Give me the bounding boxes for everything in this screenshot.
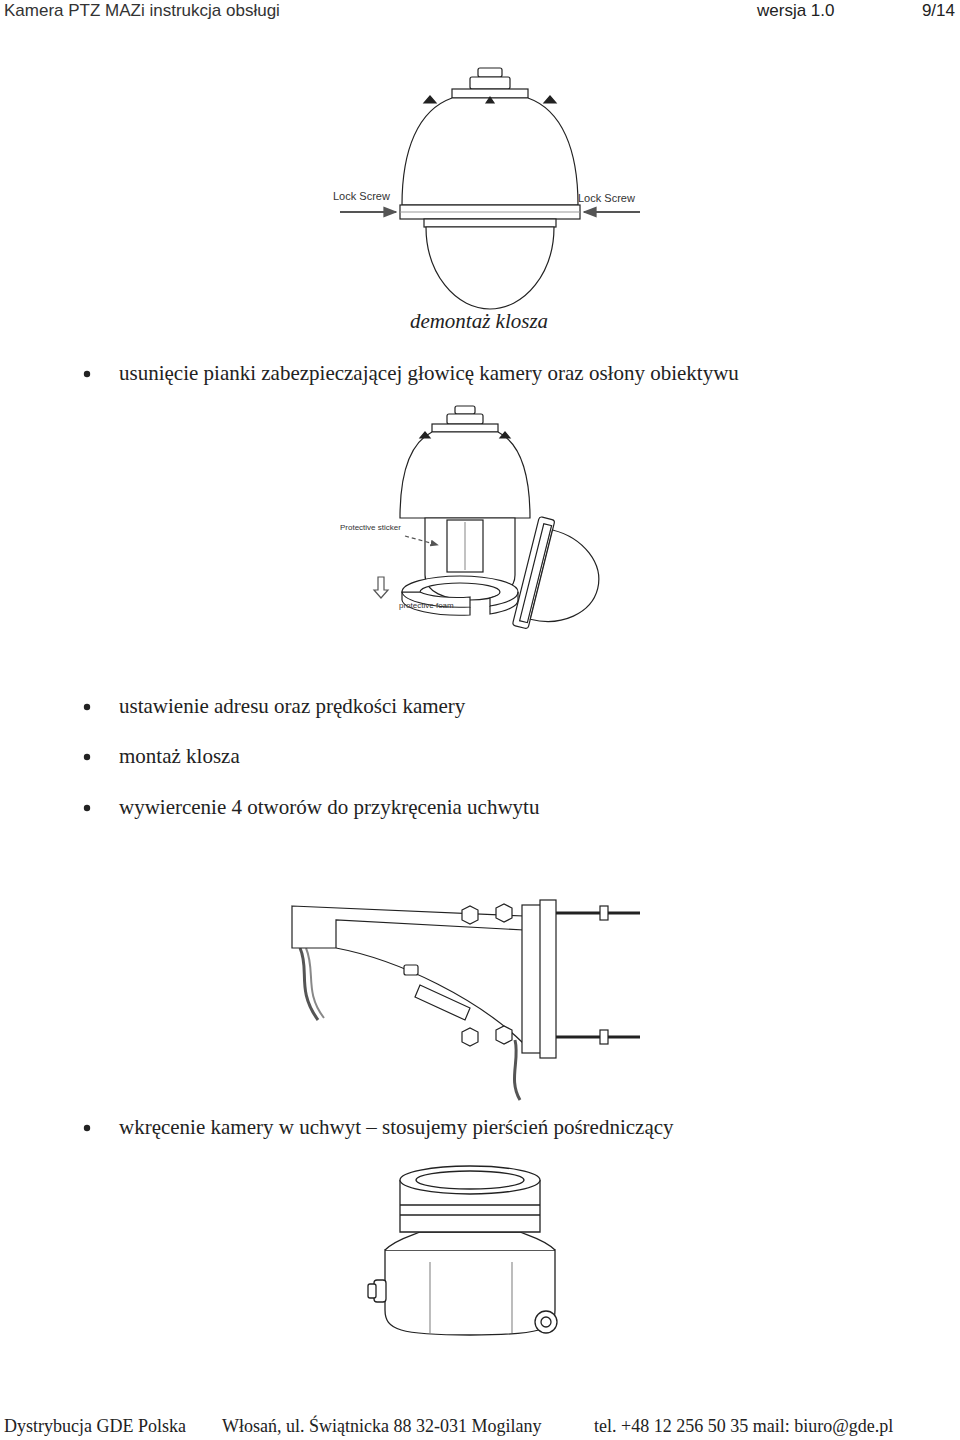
footer-text: Dystrybucja GDE Polska: [4, 1416, 186, 1438]
footer-text: Włosań, ul. Świątnicka 88 32-031 Mogilan…: [222, 1416, 541, 1438]
footer-text: tel. +48 12 256 50 35 mail: biuro@gde.pl: [594, 1416, 893, 1438]
part-label: protective foam: [399, 601, 454, 611]
version-label: wersja 1.0: [757, 1, 834, 21]
open-camera-figure: [374, 406, 611, 643]
dome-camera-figure: [340, 68, 640, 309]
part-label: Lock Screw: [333, 190, 390, 203]
adapter-ring-figure: [368, 1166, 557, 1335]
step-text: montaż klosza: [119, 744, 240, 769]
step-text: usunięcie pianki zabezpieczającej głowic…: [119, 361, 739, 386]
wall-bracket-figure: [292, 900, 640, 1100]
bullet-points: [84, 371, 90, 1131]
page-number: 9/14: [922, 1, 955, 21]
part-label: Protective sticker: [340, 523, 401, 533]
step-text: wkręcenie kamery w uchwyt – stosujemy pi…: [119, 1115, 674, 1140]
page-header: Kamera PTZ MAZi instrukcja obsługi: [4, 1, 280, 21]
figure-caption: demontaż klosza: [410, 309, 548, 334]
step-text: wywiercenie 4 otworów do przykręcenia uc…: [119, 795, 539, 820]
part-label: Lock Screw: [578, 192, 635, 205]
step-text: ustawienie adresu oraz prędkości kamery: [119, 694, 465, 719]
